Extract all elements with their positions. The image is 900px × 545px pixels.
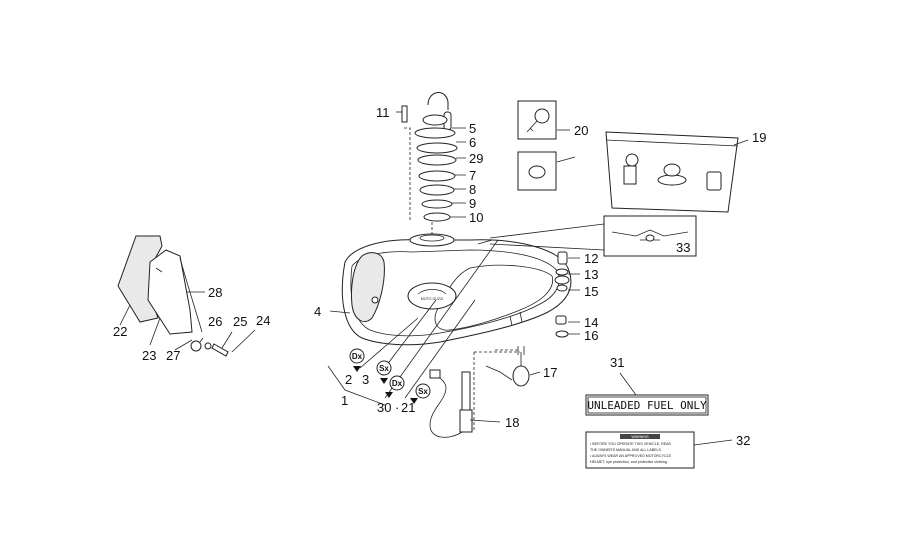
callout-6: 6 xyxy=(469,135,476,150)
callout-30: 30 xyxy=(377,400,391,415)
decal-32-header: WARNING xyxy=(631,435,648,439)
warning-decal: WARNING • BEFORE YOU OPERATE THIS VEHICL… xyxy=(585,431,733,469)
callout-21: 21 xyxy=(401,400,415,415)
callout-26: 26 xyxy=(208,314,222,329)
dash-separator: · xyxy=(395,400,399,415)
decal-32-line4: HELMET, eye protection, and protective c… xyxy=(590,460,668,464)
callout-28: 28 xyxy=(208,285,222,300)
svg-text:Dx: Dx xyxy=(392,379,403,388)
fasteners xyxy=(554,251,570,338)
side-cover xyxy=(117,235,229,357)
side-tag-dx-1: Dx xyxy=(349,348,365,372)
callout-25: 25 xyxy=(233,314,247,329)
decal-32-line3: • ALWAYS WEAR AN APPROVED MOTORCYCLE xyxy=(590,454,672,458)
callout-17: 17 xyxy=(543,365,557,380)
unleaded-fuel-decal: UNLEADED FUEL ONLY xyxy=(585,372,709,416)
decal-31-text: UNLEADED FUEL ONLY xyxy=(587,399,707,412)
callout-11: 11 xyxy=(376,105,390,120)
callout-27: 27 xyxy=(166,348,180,363)
callout-2: 2 xyxy=(345,372,352,387)
leader-lines xyxy=(119,111,580,423)
fuel-tap-icon xyxy=(473,346,530,430)
callout-7: 7 xyxy=(469,168,476,183)
callout-33: 33 xyxy=(676,240,690,255)
callout-5: 5 xyxy=(469,121,476,136)
callout-18: 18 xyxy=(505,415,519,430)
fuel-cap-icon xyxy=(401,92,458,234)
callout-12: 12 xyxy=(584,251,598,266)
svg-text:MOTO GUZZI: MOTO GUZZI xyxy=(421,297,444,301)
key-icon xyxy=(517,100,570,140)
side-tag-sx-1: Sx xyxy=(376,360,392,384)
callout-22: 22 xyxy=(113,324,127,339)
side-tag-dx-2: Dx xyxy=(385,375,405,398)
decal-32-line1: • BEFORE YOU OPERATE THIS VEHICLE, READ xyxy=(590,442,672,446)
decal-32-line2: THE OWNER'S MANUAL AND ALL LABELS. xyxy=(590,448,662,452)
callout-20: 20 xyxy=(574,123,588,138)
callout-4: 4 xyxy=(314,304,321,319)
callout-numbers: 11 5 6 29 7 8 9 10 20 19 33 12 13 15 14 … xyxy=(113,105,766,448)
svg-text:Sx: Sx xyxy=(379,364,389,373)
callout-32: 32 xyxy=(736,433,750,448)
callout-19: 19 xyxy=(752,130,766,145)
callout-1: 1 xyxy=(341,393,348,408)
callout-14: 14 xyxy=(584,315,598,330)
callout-24: 24 xyxy=(256,313,270,328)
callout-9: 9 xyxy=(469,196,476,211)
svg-text:Dx: Dx xyxy=(352,352,363,361)
callout-16: 16 xyxy=(584,328,598,343)
svg-text:Sx: Sx xyxy=(418,387,428,396)
spare-parts-bag xyxy=(605,131,749,213)
callout-13: 13 xyxy=(584,267,598,282)
side-tag-sx-2: Sx xyxy=(410,383,431,404)
callout-15: 15 xyxy=(584,284,598,299)
callout-23: 23 xyxy=(142,348,156,363)
callout-31: 31 xyxy=(610,355,624,370)
callout-10: 10 xyxy=(469,210,483,225)
grommet-icon xyxy=(517,151,576,191)
callout-29: 29 xyxy=(469,151,483,166)
fuel-sensor xyxy=(429,369,473,438)
fuel-tank-icon: MOTO GUZZI xyxy=(341,233,572,346)
eagle-logo-icon xyxy=(489,215,697,257)
callout-3: 3 xyxy=(362,372,369,387)
callout-8: 8 xyxy=(469,182,476,197)
